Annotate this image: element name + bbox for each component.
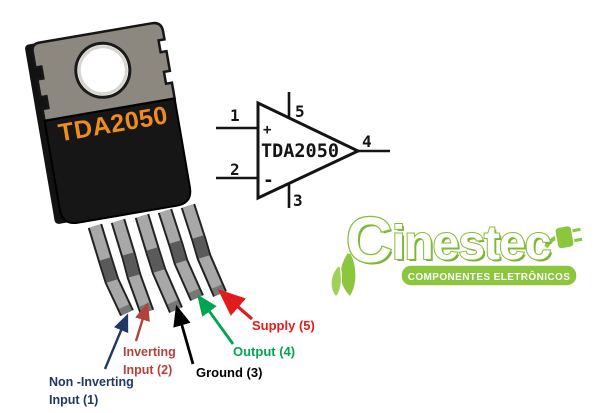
label-supply: Supply (5) bbox=[252, 318, 315, 333]
pin-4 bbox=[157, 208, 204, 302]
brand-rest: inestec bbox=[392, 217, 551, 270]
label-noninverting-line1: Non -Inverting bbox=[49, 375, 134, 389]
opamp-pin1-number: 1 bbox=[230, 106, 240, 125]
arrow-supply bbox=[217, 289, 254, 321]
leaf-icon bbox=[330, 252, 357, 299]
arrow-output bbox=[197, 294, 235, 345]
label-inverting-line2: Input (2) bbox=[123, 363, 172, 377]
tagline-text: COMPONENTES ELETRÔNICOS bbox=[408, 270, 571, 283]
chip-pins bbox=[87, 203, 227, 317]
opamp-symbol: 1 2 5 3 4 + - TDA2050 bbox=[216, 92, 390, 210]
chip-package: TDA2050 bbox=[25, 21, 192, 224]
opamp-triangle bbox=[256, 100, 362, 201]
tagline-banner: COMPONENTES ELETRÔNICOS bbox=[400, 264, 578, 287]
opamp-pin2-number: 2 bbox=[230, 160, 240, 179]
pin-1 bbox=[87, 223, 134, 317]
pin-2 bbox=[110, 218, 155, 315]
opamp-pin5-number: 5 bbox=[295, 102, 305, 121]
opamp-pin3-number: 3 bbox=[293, 191, 303, 210]
label-output: Output (4) bbox=[233, 344, 295, 359]
opamp-label: TDA2050 bbox=[261, 141, 339, 162]
label-ground: Ground (3) bbox=[196, 365, 262, 380]
pin-text-labels: Non -Inverting Input (1) Inverting Input… bbox=[49, 318, 315, 407]
mounting-hole-bevel bbox=[77, 45, 128, 96]
arrow-inverting bbox=[134, 302, 150, 342]
opamp-pin4-number: 4 bbox=[362, 132, 372, 151]
chip-body bbox=[43, 97, 192, 224]
brand-initial: C bbox=[346, 204, 391, 276]
label-inverting-line1: Inverting bbox=[123, 345, 176, 359]
opamp-minus-sign: - bbox=[263, 170, 274, 191]
opamp-plus-sign: + bbox=[263, 122, 271, 138]
brand-rest-shadow: inestec bbox=[394, 219, 553, 272]
brand-initial-shadow: C bbox=[348, 206, 393, 278]
arrow-ground bbox=[173, 304, 195, 365]
plug-icon bbox=[544, 224, 584, 250]
cinestec-logo: C inestec C inestec COMPONENTES ELETRÔNI… bbox=[330, 203, 584, 299]
mounting-hole bbox=[74, 41, 132, 99]
arrow-noninverting bbox=[103, 313, 129, 370]
brand-wordmark: C inestec C inestec bbox=[345, 203, 554, 278]
label-noninverting-line2: Input (1) bbox=[49, 393, 98, 407]
pin-callout-arrows bbox=[103, 289, 254, 370]
